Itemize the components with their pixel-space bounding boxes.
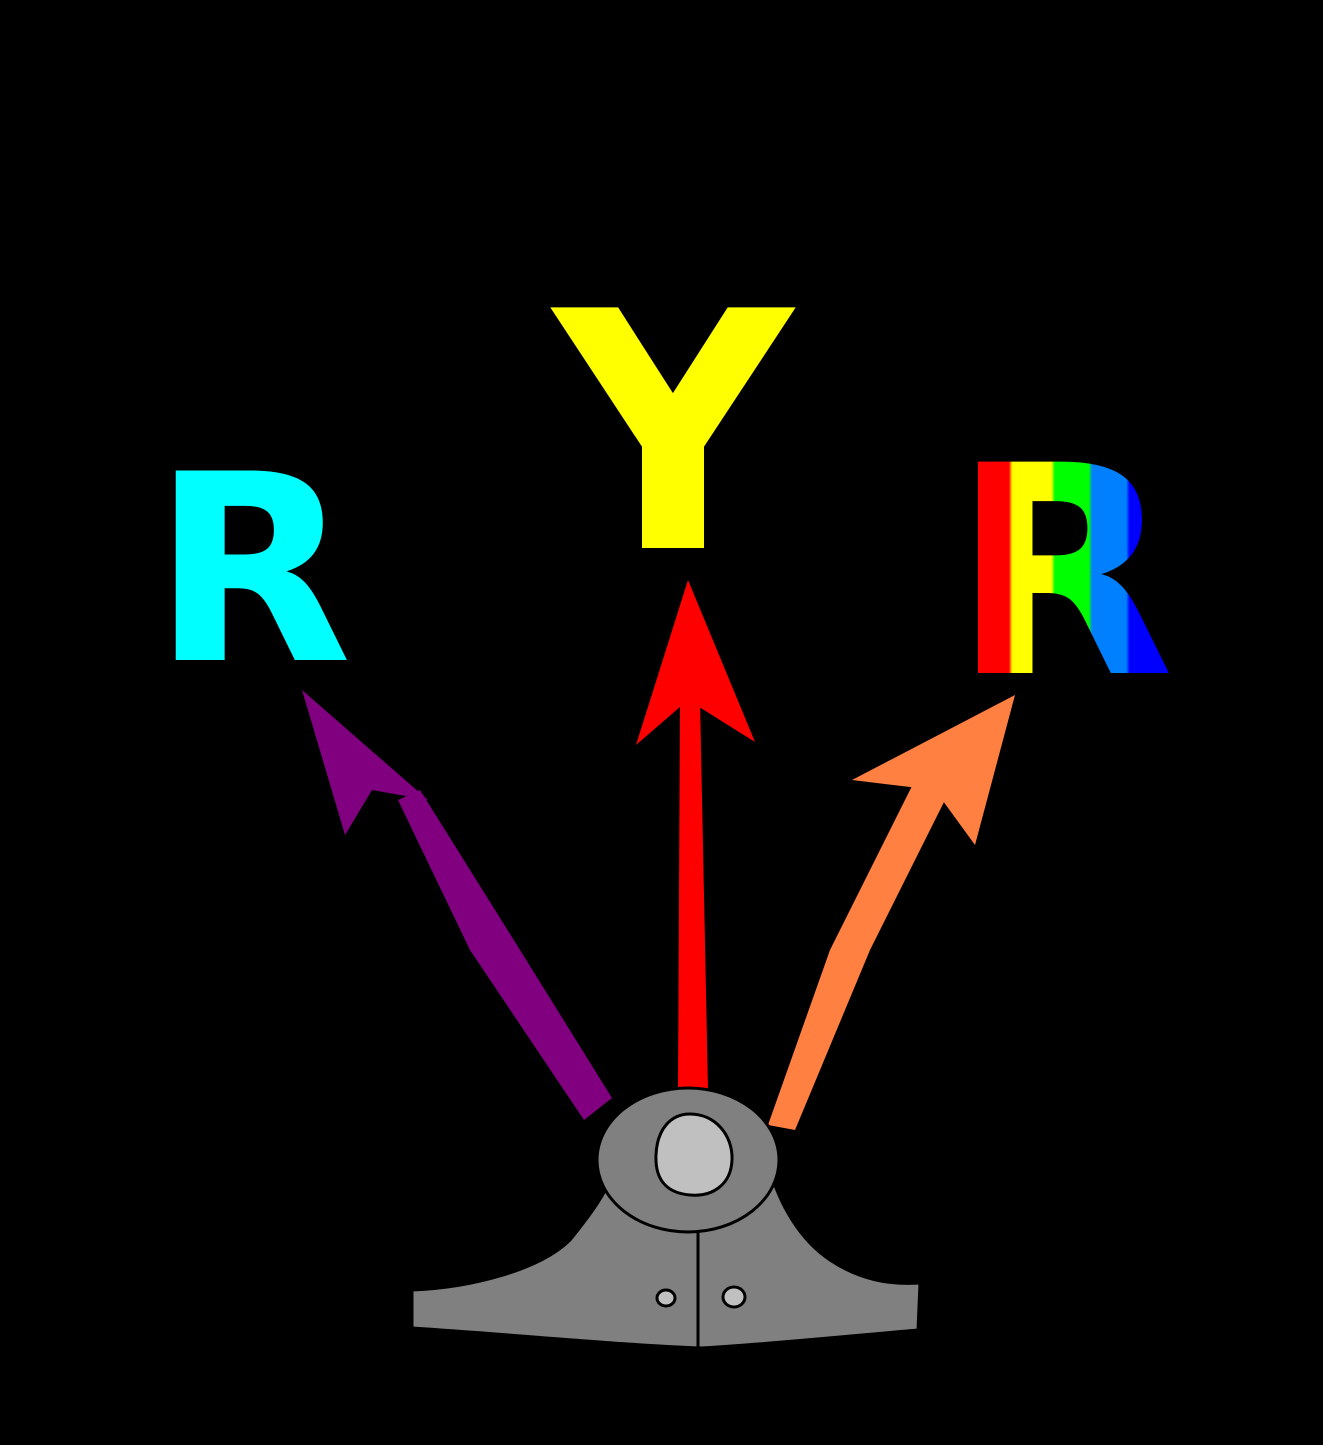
center-arrow-head xyxy=(636,580,755,745)
base-foot xyxy=(410,1168,922,1350)
arrow-up-right-icon xyxy=(768,695,1015,1130)
base-bolt-right xyxy=(721,1285,747,1309)
right-arrow-shaft xyxy=(768,780,950,1130)
right-arrow-head xyxy=(852,695,1015,845)
right-letter-rainbow: R xyxy=(951,405,1174,742)
center-letter: Y xyxy=(548,242,796,626)
arrow-up-icon xyxy=(636,580,755,1090)
arrow-up-left-icon xyxy=(302,690,612,1120)
center-arrow-shaft xyxy=(678,700,708,1090)
left-arrow-shaft xyxy=(398,790,612,1120)
base-bolt-left xyxy=(655,1288,677,1308)
left-letter: R xyxy=(152,420,352,722)
pivot-knob xyxy=(654,1112,734,1197)
left-arrow-head xyxy=(302,690,428,835)
pivot-base-icon xyxy=(410,1086,922,1350)
